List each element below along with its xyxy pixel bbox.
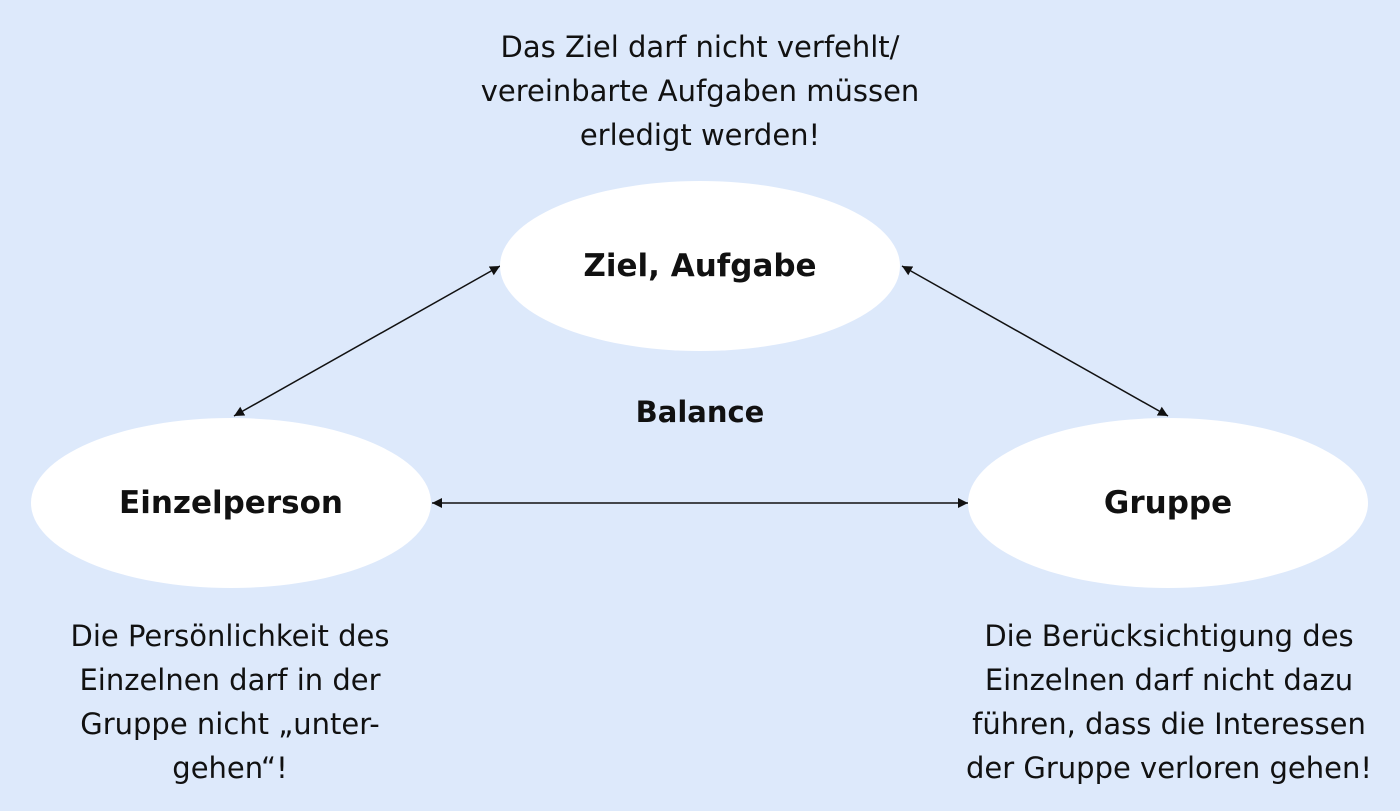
arrow-goal-group	[901, 265, 1169, 417]
balance-label: Balance	[635, 395, 765, 429]
group-note-line: Einzelnen darf nicht dazu	[984, 663, 1354, 697]
individual-note-line: Einzelnen darf in der	[79, 663, 381, 697]
goal-note-line: Das Ziel darf nicht verfehlt/	[500, 30, 900, 64]
goal-node-label: Ziel, Aufgabe	[583, 247, 817, 284]
arrow-individual-goal	[233, 265, 501, 417]
goal-note: Das Ziel darf nicht verfehlt/ vereinbart…	[450, 25, 950, 157]
group-node: Gruppe	[968, 418, 1368, 588]
group-note-line: Die Berücksichtigung des	[984, 619, 1354, 653]
goal-note-line: erledigt werden!	[579, 118, 821, 152]
group-note: Die Berücksichtigung des Einzelnen darf …	[940, 614, 1398, 790]
goal-note-line: vereinbarte Aufgaben müssen	[480, 74, 920, 108]
group-note-line: führen, dass die Interessen	[972, 707, 1366, 741]
individual-note-line: gehen“!	[172, 751, 288, 785]
goal-node: Ziel, Aufgabe	[500, 181, 900, 351]
individual-note-line: Gruppe nicht „unter-	[80, 707, 380, 741]
group-node-label: Gruppe	[1103, 484, 1233, 521]
individual-note: Die Persönlichkeit des Einzelnen darf in…	[20, 614, 440, 790]
individual-node-label: Einzelperson	[119, 484, 343, 521]
group-note-line: der Gruppe verloren gehen!	[966, 751, 1372, 785]
individual-node: Einzelperson	[31, 418, 431, 588]
individual-note-line: Die Persönlichkeit des	[70, 619, 390, 653]
